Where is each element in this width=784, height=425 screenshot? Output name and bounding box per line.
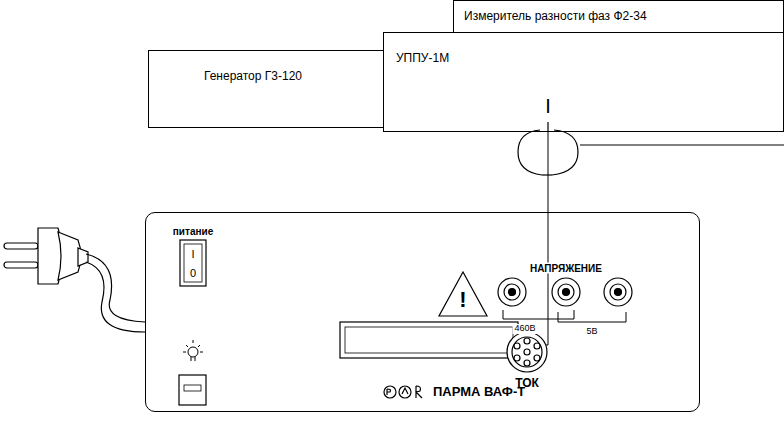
node-text: Генератор Г3-120 [204,69,302,83]
clamp-cable [548,132,549,212]
range-5: 5В [584,327,599,337]
warning-triangle [439,272,487,316]
phase-meter-box: Измеритель разности фаз Ф2-34 [453,0,784,33]
backlight-icon [183,340,203,361]
node-text: УППУ-1М [396,51,449,65]
voltage-heading: НАПРЯЖЕНИЕ [528,263,604,274]
current-input-label: ТОК [515,377,539,390]
certification-marks [384,386,422,398]
parma-device: ПАРМА ВАФ-Т [145,212,700,412]
button-face [184,385,201,391]
range-brackets [503,310,626,322]
backlight-button [179,375,206,405]
conductor-line [580,145,784,146]
switch-rocker [184,244,202,282]
voltage-jacks [498,278,632,306]
switch-on-mark: I [191,248,194,260]
node-text: ПАРМА ВАФ-Т [433,385,525,399]
current-label: I [545,95,551,117]
range-460: 460В [512,324,537,334]
power-switch [180,240,206,286]
warning-mark: ! [459,288,466,312]
lcd-display [340,322,518,358]
switch-off-mark: 0 [190,267,196,279]
node-text: Измеритель разности фаз Ф2-34 [464,9,647,23]
current-connector [507,332,547,372]
power-label: питание [173,226,213,237]
generator-box: Генератор Г3-120 [148,50,384,128]
lcd-window [345,327,513,353]
amplifier-box: УППУ-1М [383,32,784,132]
current-wire [545,212,548,345]
power-plug [4,228,145,332]
